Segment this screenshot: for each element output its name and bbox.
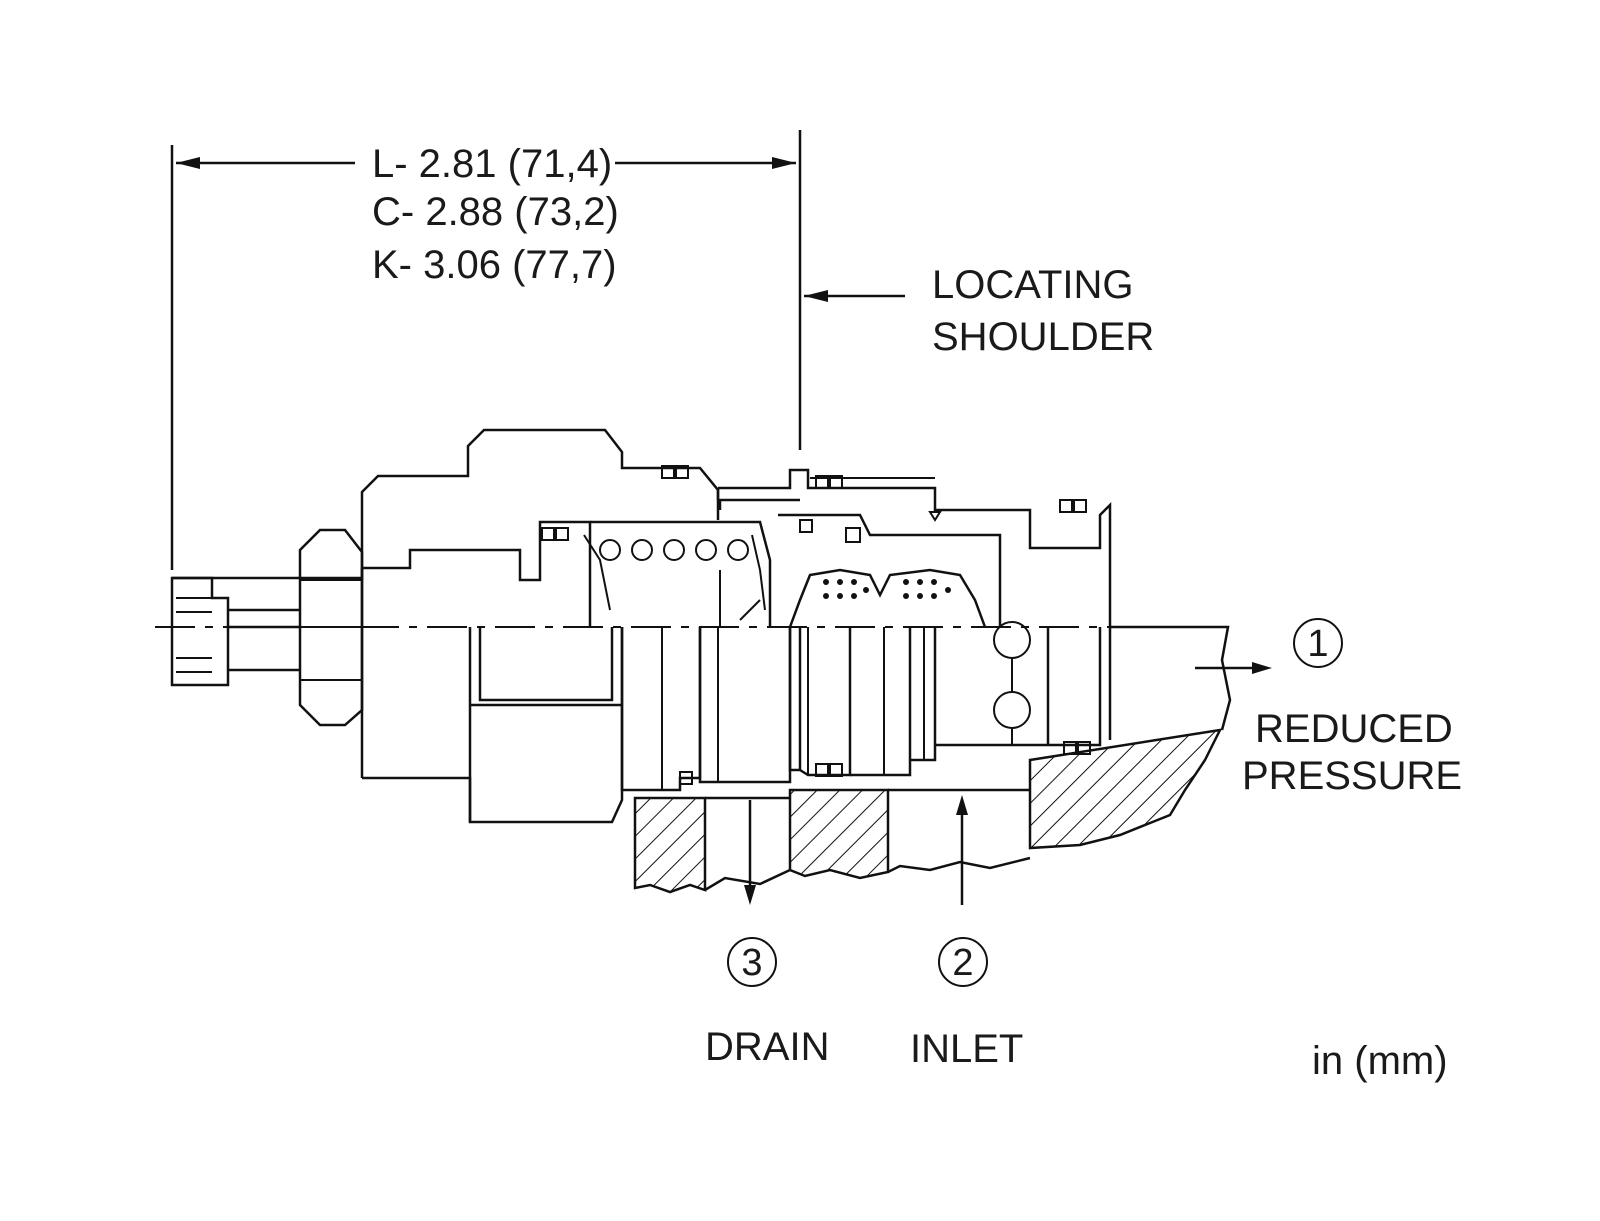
reduced-pressure-flow-arrow: [1195, 662, 1272, 674]
port-1-number: 1: [1307, 623, 1328, 665]
manifold-hatched-sections: [633, 728, 1223, 894]
locating-label-line1: LOCATING: [932, 263, 1134, 307]
locating-shoulder-leader: [804, 290, 905, 302]
dimension-c-text: C- 2.88 (73,2): [372, 190, 619, 234]
locating-label-line2: SHOULDER: [932, 315, 1154, 359]
port-3-marker: 3: [727, 937, 777, 987]
drain-label: DRAIN: [705, 1025, 829, 1069]
spring-coils-spool: [823, 579, 951, 599]
valve-body-outline: [155, 428, 1232, 824]
overall-length-dimension: [170, 130, 802, 570]
dimension-k-text: K- 3.06 (77,7): [372, 243, 617, 287]
dimension-l-text: L- 2.81 (71,4): [372, 142, 612, 186]
inlet-label: INLET: [910, 1027, 1023, 1071]
reduced-label-line2: PRESSURE: [1242, 754, 1462, 798]
port-1-marker: 1: [1293, 618, 1343, 668]
drain-flow-arrow: [744, 800, 756, 905]
spring-coils-upper: [599, 539, 749, 561]
port-2-marker: 2: [938, 937, 988, 987]
port-3-number: 3: [741, 942, 762, 984]
o-ring-seals: [541, 465, 1091, 785]
inlet-flow-arrow: [956, 795, 968, 905]
units-label: in (mm): [1312, 1039, 1448, 1083]
port-2-number: 2: [952, 942, 973, 984]
reduced-label-line1: REDUCED: [1255, 707, 1453, 751]
